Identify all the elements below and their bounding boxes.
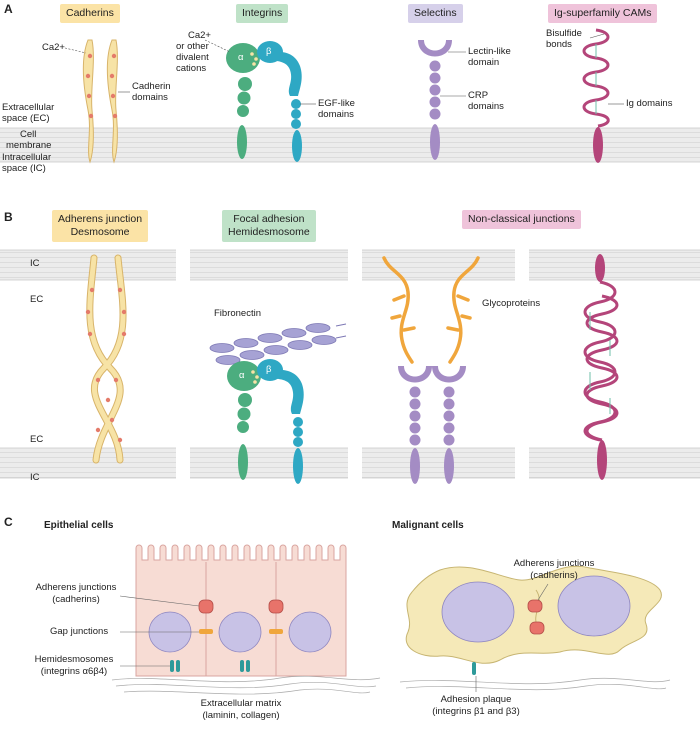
label-cell-1: Cell <box>20 129 37 140</box>
label-plaque-1: Adhesion plaque <box>440 694 512 705</box>
label-gap-junctions: Gap junctions <box>50 626 109 637</box>
label-egf-2: domains <box>318 109 354 120</box>
label-ec-bottom: EC <box>30 434 44 445</box>
label-bisulfide-2: bonds <box>546 39 572 50</box>
selectin-pair-b <box>398 366 466 484</box>
label-alpha-b: α <box>239 370 245 381</box>
header-focal-line-1: Focal adhesion <box>233 213 305 225</box>
label-cadherin-domains-2: domains <box>132 92 168 103</box>
calcium-ions-a <box>85 53 118 119</box>
label-calcium-a: Ca2+ <box>42 42 65 53</box>
header-nonclassical: Non-classical junctions <box>462 210 581 229</box>
integrin-a <box>226 41 302 162</box>
header-adherens-line-1: Adherens junction <box>58 213 143 225</box>
label-adherens-epi-2: (cadherins) <box>52 593 100 605</box>
selectin-a <box>418 40 452 160</box>
glycoproteins-b <box>382 256 480 364</box>
label-extracellular-1: Extracellular <box>2 102 55 113</box>
header-cadherins: Cadherins <box>60 4 120 23</box>
label-lectin-2: domain <box>468 57 500 68</box>
label-adherens-epi-1: Adherens junctions <box>35 582 117 593</box>
label-beta-a: β <box>266 46 272 57</box>
header-ig-cams: Ig-superfamily CAMs <box>548 4 658 23</box>
label-glycoproteins: Glycoproteins <box>482 298 541 309</box>
label-adherens-mal-2: (cadherins) <box>530 569 578 581</box>
label-adhesion-plaque: Adhesion plaque (integrins β1 and β3) <box>420 694 532 717</box>
label-adherens-epi: Adherens junctions (cadherins) <box>28 582 124 605</box>
label-calcium-other-3: cations <box>176 63 207 74</box>
label-ic-top: IC <box>30 258 40 269</box>
label-intracellular-1: Intracellular <box>2 152 52 163</box>
label-ecm-1: Extracellular matrix <box>200 698 282 709</box>
calcium-ions-b <box>85 287 127 443</box>
header-adherens-junction: Adherens junction Desmosome <box>52 210 149 242</box>
header-integrins: Integrins <box>236 4 289 23</box>
label-ec-top: EC <box>30 294 44 305</box>
label-bisulfide-1: Bisulfide <box>546 28 582 39</box>
panel-label-c: C <box>4 515 13 529</box>
label-plaque-2: (integrins β1 and β3) <box>432 705 520 717</box>
label-cadherin-domains-1: Cadherin <box>132 81 171 92</box>
label-egf-1: EGF-like <box>318 98 355 109</box>
fibronectin-b <box>209 323 337 365</box>
label-ic-bottom: IC <box>30 472 40 483</box>
label-adherens-mal-1: Adherens junctions <box>513 558 595 569</box>
label-crp-2: domains <box>468 101 504 112</box>
label-calcium-other-1: or other <box>176 41 209 52</box>
label-hemi-2: (integrins α6β4) <box>40 665 108 677</box>
panel-label-a: A <box>4 2 13 16</box>
label-malignant-title: Malignant cells <box>392 520 464 531</box>
epithelial-sheet <box>111 544 381 695</box>
label-hemi-1: Hemidesmosomes <box>34 654 114 665</box>
label-ecm: Extracellular matrix (laminin, collagen) <box>186 698 296 721</box>
label-cell-2: membrane <box>6 140 52 151</box>
label-epithelial-title: Epithelial cells <box>44 520 114 531</box>
label-fibronectin: Fibronectin <box>214 308 261 319</box>
label-lectin-1: Lectin-like <box>468 46 511 57</box>
leader-lines-c <box>119 595 200 667</box>
label-calcium-other-2: divalent <box>176 52 209 63</box>
label-alpha-a: α <box>238 52 244 63</box>
label-adherens-malignant: Adherens junctions (cadherins) <box>506 558 602 581</box>
integrin-b <box>227 359 304 484</box>
ig-cam-a <box>582 28 610 163</box>
header-focal-line-2: Hemidesmosome <box>228 226 310 238</box>
label-crp-1: CRP <box>468 90 489 101</box>
label-intracellular-2: space (IC) <box>2 163 46 174</box>
label-beta-b: β <box>266 364 272 375</box>
panel-label-b: B <box>4 210 13 224</box>
label-calcium-integrin: Ca2+ <box>188 30 211 41</box>
label-ig-domains: Ig domains <box>626 98 673 109</box>
cadherin-pair-a <box>82 39 118 164</box>
label-hemidesmosomes: Hemidesmosomes (integrins α6β4) <box>22 654 126 677</box>
header-adherens-line-2: Desmosome <box>70 226 130 238</box>
header-focal-adhesion: Focal adhesion Hemidesmosome <box>222 210 316 242</box>
label-extracellular-2: space (EC) <box>2 113 50 124</box>
malignant-cells <box>399 565 671 691</box>
ig-cam-dimer-b <box>583 254 619 480</box>
label-ecm-2: (laminin, collagen) <box>202 709 280 721</box>
header-selectins: Selectins <box>408 4 463 23</box>
